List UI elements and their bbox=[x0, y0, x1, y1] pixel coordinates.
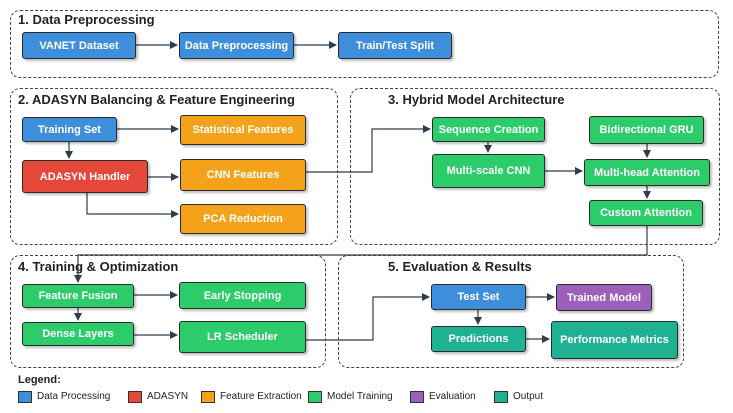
arrow-lr-to-test-set bbox=[306, 293, 430, 341]
legend-item-feature-extraction: Feature Extraction bbox=[201, 390, 302, 403]
legend-item-data-processing: Data Processing bbox=[18, 390, 110, 403]
section-title-adasyn-feature-engineering: 2. ADASYN Balancing & Feature Engineerin… bbox=[18, 92, 295, 107]
legend-item-output: Output bbox=[494, 390, 543, 403]
legend-label: Model Training bbox=[327, 391, 393, 402]
node-data-preprocessing: Data Preprocessing bbox=[179, 32, 294, 59]
node-vanet-dataset: VANET Dataset bbox=[22, 32, 136, 59]
legend-label: ADASYN bbox=[147, 391, 189, 402]
legend-label: Feature Extraction bbox=[220, 391, 302, 402]
legend-swatch bbox=[128, 390, 142, 403]
node-train-test-split: Train/Test Split bbox=[338, 32, 452, 59]
node-cnn-features: CNN Features bbox=[180, 159, 306, 191]
node-lr-scheduler: LR Scheduler bbox=[179, 321, 306, 353]
node-pca-reduction: PCA Reduction bbox=[180, 204, 306, 234]
node-custom-attention: Custom Attention bbox=[589, 200, 703, 226]
section-title-hybrid-model-architecture: 3. Hybrid Model Architecture bbox=[388, 92, 565, 107]
arrow-cnn-features-to-sequence bbox=[306, 125, 431, 173]
node-multiscale-cnn: Multi-scale CNN bbox=[432, 154, 545, 188]
legend-item-adasyn: ADASYN bbox=[128, 390, 188, 403]
node-trained-model: Trained Model bbox=[556, 284, 652, 311]
legend-item-evaluation: Evaluation bbox=[410, 390, 476, 403]
section-adasyn-feature-engineering bbox=[10, 88, 338, 245]
node-statistical-features: Statistical Features bbox=[180, 115, 306, 145]
legend-swatch bbox=[494, 390, 508, 403]
node-early-stopping: Early Stopping bbox=[179, 282, 306, 309]
section-data-preprocessing bbox=[10, 10, 719, 78]
legend-label: Evaluation bbox=[429, 391, 476, 402]
legend-swatch bbox=[410, 390, 424, 403]
node-adasyn-handler: ADASYN Handler bbox=[22, 160, 148, 193]
legend-swatch bbox=[308, 390, 322, 403]
node-sequence-creation: Sequence Creation bbox=[432, 117, 545, 142]
section-title-evaluation-results: 5. Evaluation & Results bbox=[388, 259, 532, 274]
arrow-custom-attention-to-fusion bbox=[74, 226, 648, 283]
legend-label: Data Processing bbox=[37, 391, 111, 402]
legend-swatch bbox=[201, 390, 215, 403]
section-hybrid-model-architecture bbox=[350, 88, 720, 245]
legend-swatch bbox=[18, 390, 32, 403]
node-dense-layers: Dense Layers bbox=[22, 322, 134, 346]
node-bidirectional-gru: Bidirectional GRU bbox=[589, 116, 704, 144]
legend-title: Legend: bbox=[18, 374, 61, 386]
node-multihead-attention: Multi-head Attention bbox=[584, 159, 710, 186]
node-training-set: Training Set bbox=[22, 117, 117, 142]
arrow-adasyn-to-pca bbox=[86, 193, 179, 218]
node-feature-fusion: Feature Fusion bbox=[22, 284, 134, 308]
section-title-data-preprocessing: 1. Data Preprocessing bbox=[18, 12, 155, 27]
node-performance-metrics: Performance Metrics bbox=[551, 321, 678, 359]
node-predictions: Predictions bbox=[431, 326, 526, 352]
section-title-training-optimization: 4. Training & Optimization bbox=[18, 259, 179, 274]
legend-item-model-training: Model Training bbox=[308, 390, 393, 403]
node-test-set: Test Set bbox=[431, 284, 526, 310]
legend-label: Output bbox=[513, 391, 544, 402]
